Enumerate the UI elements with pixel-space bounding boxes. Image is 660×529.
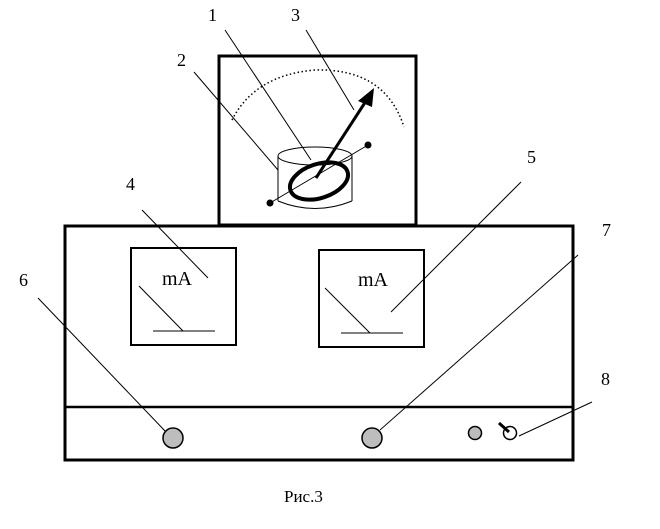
pointer-arrowhead bbox=[358, 88, 374, 107]
label-4: 4 bbox=[126, 174, 135, 194]
axis-end-right bbox=[364, 141, 372, 149]
pointer-arrow bbox=[314, 100, 368, 179]
knob-center[interactable] bbox=[361, 427, 383, 449]
axis-end-left bbox=[266, 199, 274, 207]
label-2: 2 bbox=[177, 50, 186, 70]
meter-right-unit: mA bbox=[358, 269, 389, 291]
leader-lines bbox=[37, 29, 593, 437]
label-7: 7 bbox=[602, 220, 611, 240]
milliammeter-right: mA bbox=[318, 249, 425, 348]
meter-left-unit: mA bbox=[162, 268, 193, 290]
coil-frame bbox=[287, 160, 351, 202]
power-switch[interactable] bbox=[497, 421, 518, 441]
label-5: 5 bbox=[527, 147, 536, 167]
indicator-lamp bbox=[467, 425, 483, 441]
label-3: 3 bbox=[291, 5, 300, 25]
label-6: 6 bbox=[19, 270, 28, 290]
label-1: 1 bbox=[208, 5, 217, 25]
label-8: 8 bbox=[601, 369, 610, 389]
galvanometer-box bbox=[217, 54, 418, 227]
knob-left[interactable] bbox=[162, 427, 184, 449]
milliammeter-left: mA bbox=[130, 247, 237, 346]
figure-caption: Рис.3 bbox=[284, 487, 323, 506]
